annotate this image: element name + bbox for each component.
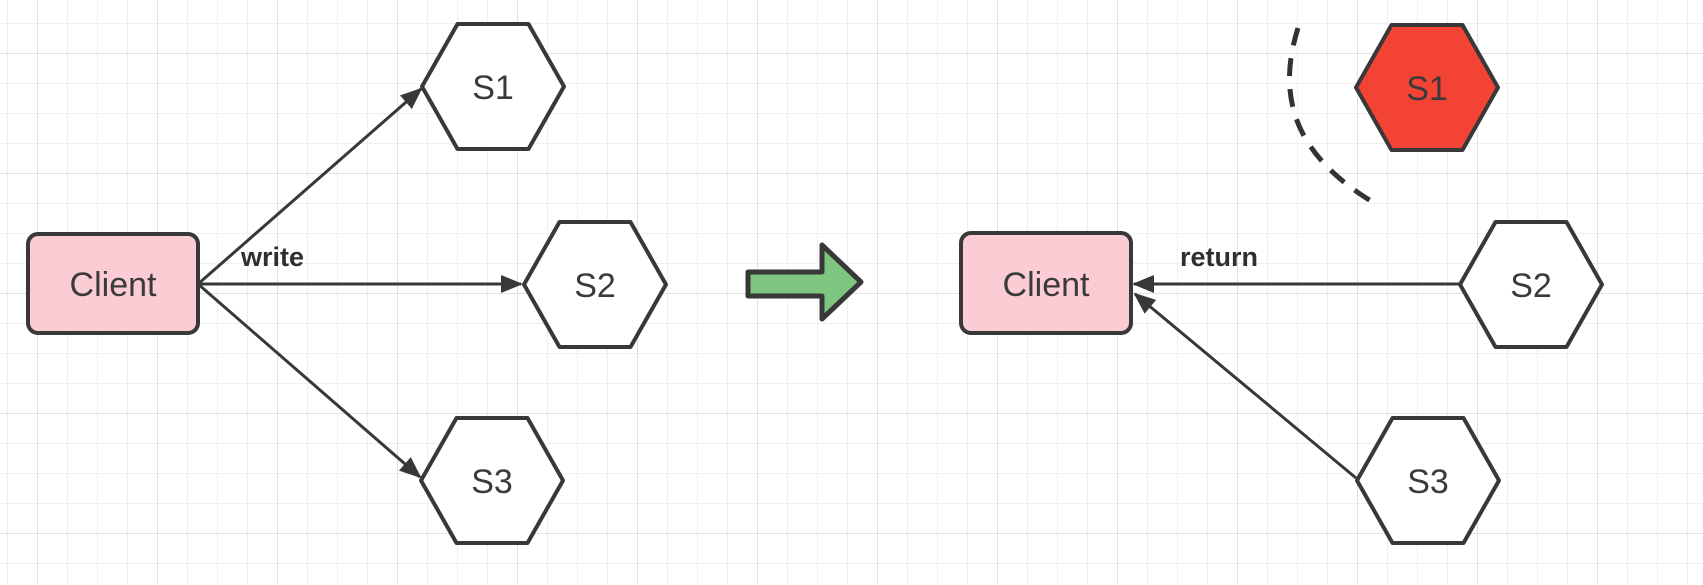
return-edge-label: return — [1180, 242, 1258, 272]
big-right-arrow-icon[interactable] — [745, 242, 864, 322]
client-node-return[interactable] — [959, 231, 1133, 335]
client-node-return-label: Client — [1003, 266, 1090, 304]
server-node-s3-return[interactable] — [1355, 416, 1501, 545]
failure-dashed-arc[interactable] — [1287, 27, 1378, 207]
client-node[interactable] — [26, 232, 200, 335]
server-s3-label: S3 — [471, 463, 513, 501]
edge-s3-to-client[interactable] — [1133, 292, 1357, 480]
server-node-s1-failed[interactable] — [1354, 23, 1500, 152]
write-scene: Client write S1 S2 S3 — [26, 22, 668, 545]
transition — [745, 242, 864, 322]
server-s2-return-label: S2 — [1510, 267, 1552, 305]
server-s3-return-label: S3 — [1407, 463, 1449, 501]
server-node-s1[interactable] — [420, 22, 566, 151]
edge-client-to-s3[interactable] — [197, 282, 422, 479]
server-node-s2-return[interactable] — [1458, 220, 1604, 349]
server-node-s3[interactable] — [419, 416, 565, 545]
server-s1-failed-label: S1 — [1406, 70, 1448, 108]
write-edge-label: write — [240, 242, 304, 272]
server-node-s2[interactable] — [522, 220, 668, 349]
edge-client-to-s1[interactable] — [197, 87, 423, 286]
client-node-label: Client — [70, 266, 157, 304]
return-scene: Client return S1 S2 S3 — [959, 23, 1604, 545]
server-s2-label: S2 — [574, 267, 616, 305]
server-s1-label: S1 — [472, 69, 514, 107]
